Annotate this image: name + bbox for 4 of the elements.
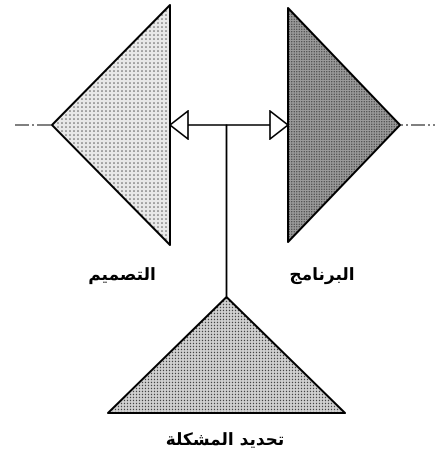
arrow — [226, 110, 289, 297]
triangle-label: البرنامج — [289, 265, 355, 285]
triangle-label: تحديد المشكلة — [166, 430, 284, 450]
triangle-label: التصميم — [88, 265, 156, 285]
